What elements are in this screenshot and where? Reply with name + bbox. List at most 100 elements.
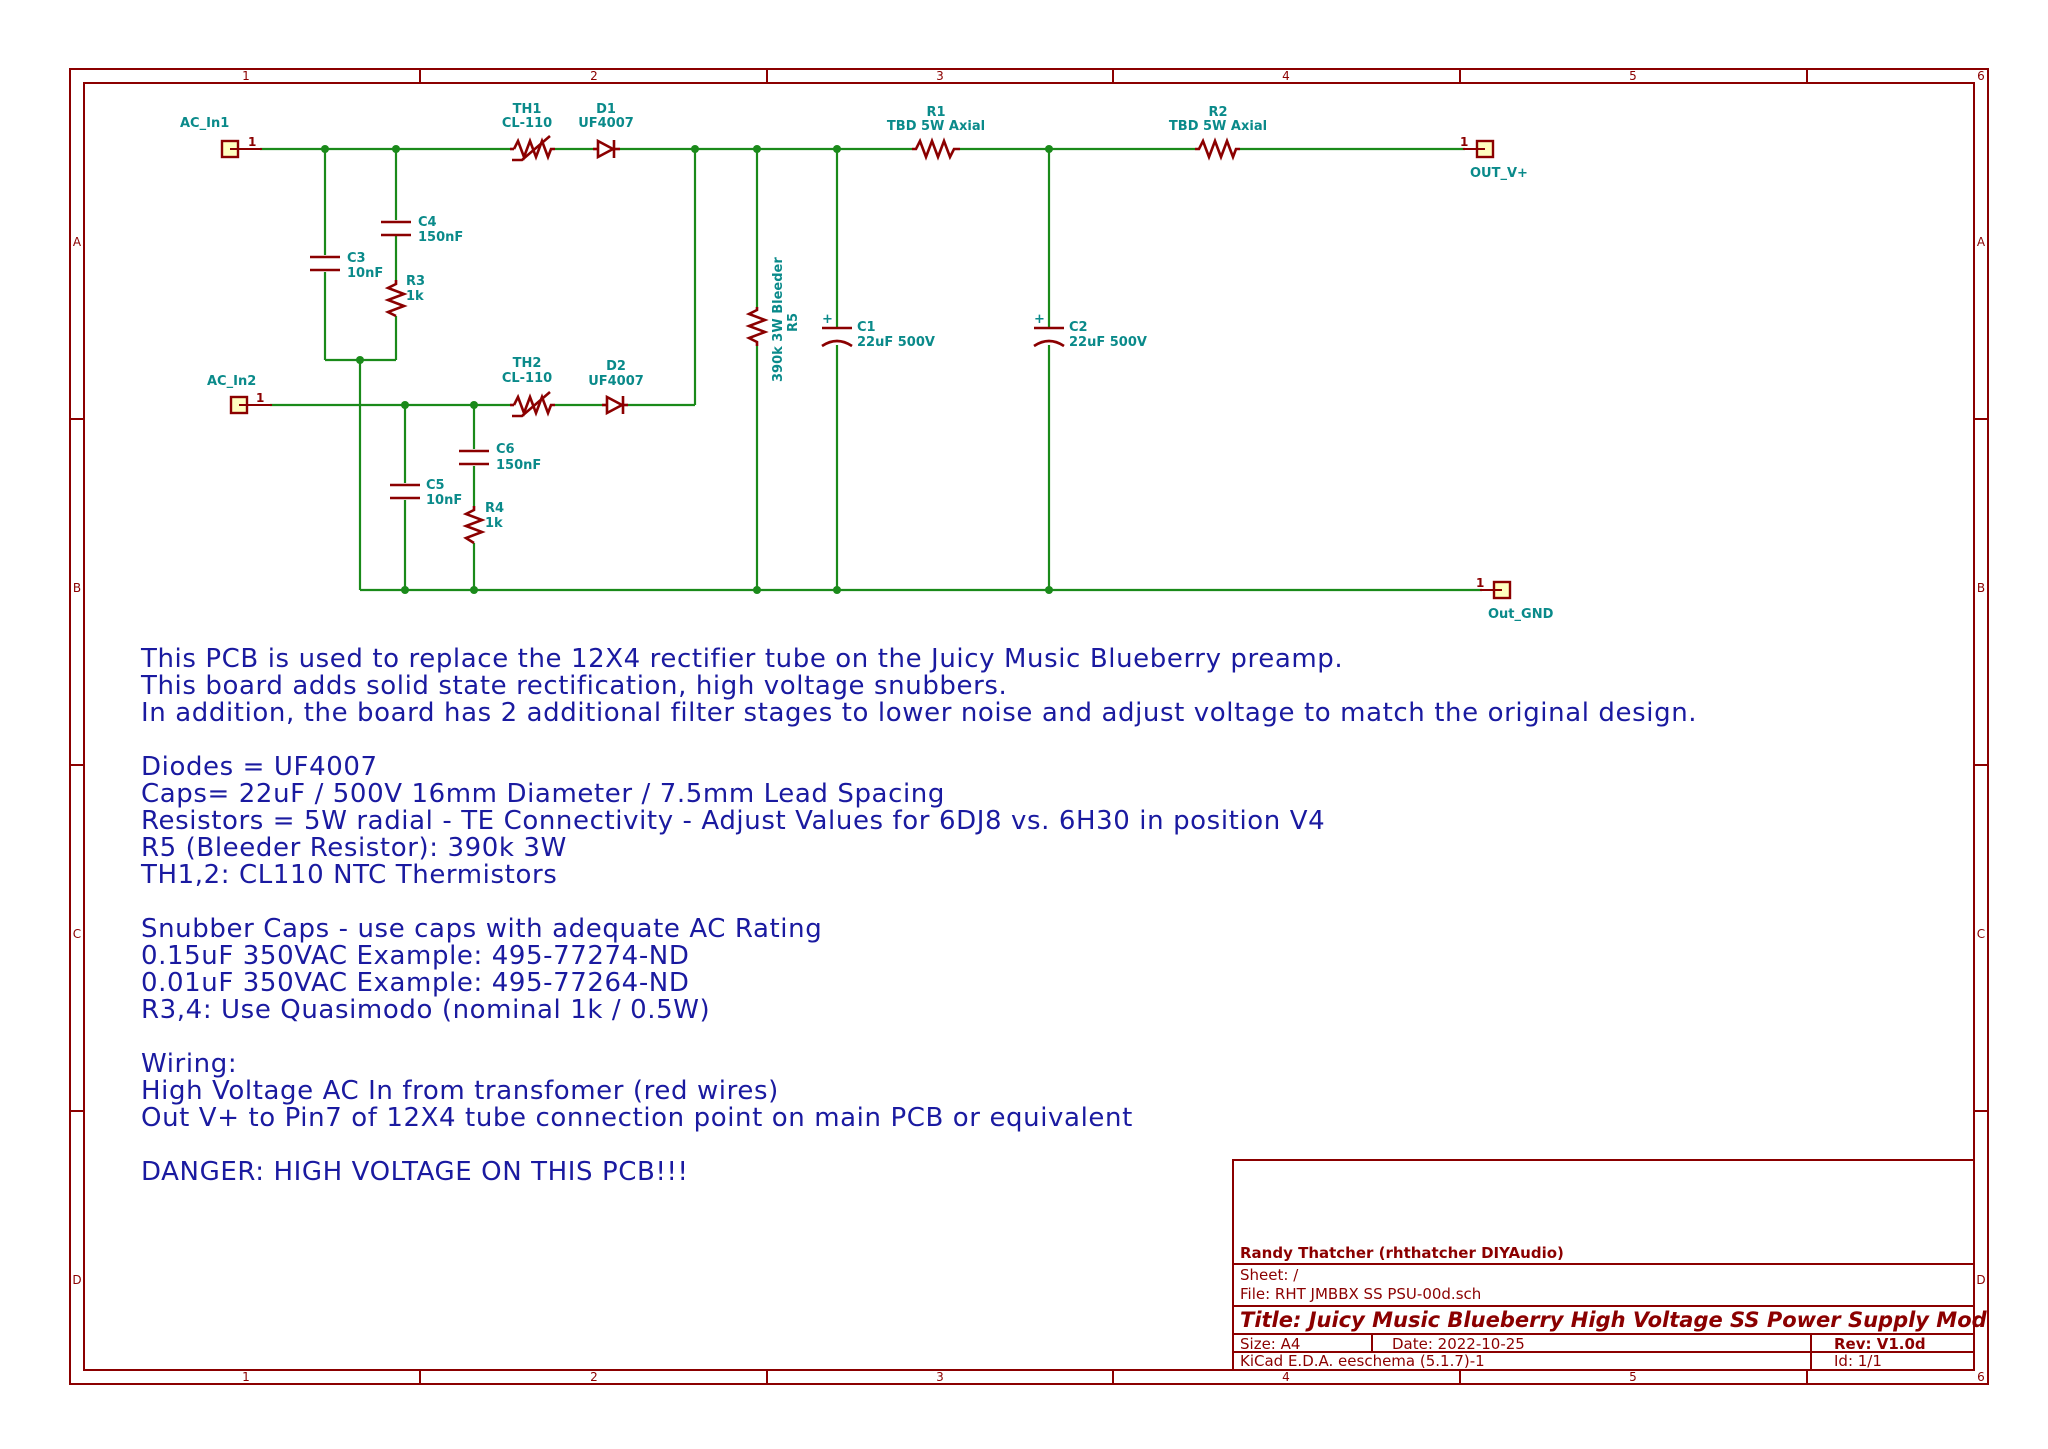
- junction-dot: [470, 586, 478, 594]
- note-line: DANGER: HIGH VOLTAGE ON THIS PCB!!!: [141, 1157, 689, 1187]
- junctions: [321, 145, 1053, 594]
- capacitor-c5: C5 10nF: [390, 478, 462, 508]
- component-polarity: +: [822, 312, 833, 327]
- component-value: UF4007: [578, 116, 634, 131]
- grid-col-top-4: 4: [1282, 69, 1290, 83]
- junction-dot: [691, 145, 699, 153]
- component-ref: R3: [406, 274, 425, 289]
- grid-col-top-2: 2: [590, 69, 598, 83]
- connector-ref: AC_In2: [207, 374, 256, 389]
- junction-dot: [1045, 145, 1053, 153]
- component-value: TBD 5W Axial: [887, 119, 985, 134]
- component-value: TBD 5W Axial: [1169, 119, 1267, 134]
- diode-d2: D2 UF4007: [588, 359, 644, 416]
- component-ref: TH2: [513, 356, 542, 371]
- connector-out-vplus: 1 OUT_V+: [1460, 135, 1528, 181]
- component-value: CL-110: [502, 116, 552, 131]
- note-line: R5 (Bleeder Resistor): 390k 3W: [141, 833, 567, 863]
- note-line: Caps= 22uF / 500V 16mm Diameter / 7.5mm …: [141, 779, 945, 809]
- grid-col-bottom-5: 5: [1629, 1370, 1637, 1384]
- grid-col-bottom-1: 1: [242, 1370, 250, 1384]
- connector-pin: 1: [1476, 576, 1484, 590]
- grid-col-bottom-4: 4: [1282, 1370, 1290, 1384]
- grid-col-labels: 1 2 3 4 5 6 1 2 3 4 5 6: [242, 69, 1985, 1384]
- grid-row-right-c: C: [1977, 927, 1985, 941]
- connector-ac-in2: AC_In2 1: [207, 374, 272, 415]
- grid-row-left-c: C: [73, 927, 81, 941]
- junction-dot: [833, 145, 841, 153]
- grid-row-labels: A B C D A B C D: [72, 235, 1986, 1287]
- grid-col-top-3: 3: [936, 69, 944, 83]
- component-value: 22uF 500V: [1069, 335, 1147, 350]
- connector-out-gnd: 1 Out_GND: [1476, 576, 1554, 622]
- grid-row-right-d: D: [1976, 1273, 1985, 1287]
- diode-d1: D1 UF4007: [578, 102, 634, 160]
- note-line: TH1,2: CL110 NTC Thermistors: [140, 860, 557, 890]
- capacitor-c2: + C2 22uF 500V: [1033, 312, 1147, 350]
- component-ref: R1: [926, 105, 945, 120]
- note-line: In addition, the board has 2 additional …: [141, 698, 1697, 728]
- connector-ref: AC_In1: [180, 116, 229, 131]
- component-ref: R5: [786, 313, 801, 332]
- component-value: 10nF: [347, 266, 383, 281]
- junction-dot: [1045, 586, 1053, 594]
- connector-pin: 1: [1460, 135, 1468, 149]
- connector-ref: OUT_V+: [1470, 166, 1528, 181]
- component-ref: D1: [596, 102, 616, 117]
- component-value: 150nF: [496, 458, 541, 473]
- resistor-r2: R2 TBD 5W Axial: [1169, 105, 1267, 161]
- component-ref: C4: [418, 215, 437, 230]
- connector-pin: 1: [248, 135, 256, 149]
- thermistor-th2: TH2 CL-110: [502, 356, 555, 418]
- component-ref: C1: [857, 320, 876, 335]
- component-ref: C3: [347, 251, 366, 266]
- design-notes: This PCB is used to replace the 12X4 rec…: [140, 644, 1697, 1187]
- tb-tool: KiCad E.D.A. eeschema (5.1.7)-1: [1240, 1352, 1485, 1370]
- connector-ref: Out_GND: [1488, 607, 1554, 622]
- component-value: 1k: [485, 516, 503, 531]
- resistor-r1: R1 TBD 5W Axial: [887, 105, 985, 161]
- note-line: 0.15uF 350VAC Example: 495-77274-ND: [141, 941, 689, 971]
- note-line: R3,4: Use Quasimodo (nominal 1k / 0.5W): [141, 995, 710, 1025]
- component-value: CL-110: [502, 371, 552, 386]
- capacitor-c3: C3 10nF: [310, 251, 383, 281]
- grid-col-bottom-6: 6: [1977, 1370, 1985, 1384]
- note-line: Resistors = 5W radial - TE Connectivity …: [141, 806, 1325, 836]
- component-polarity: +: [1034, 312, 1045, 327]
- grid-col-top-1: 1: [242, 69, 250, 83]
- junction-dot: [401, 401, 409, 409]
- tb-file: File: RHT JMBBX SS PSU-00d.sch: [1240, 1285, 1481, 1303]
- grid-col-bottom-3: 3: [936, 1370, 944, 1384]
- note-line: 0.01uF 350VAC Example: 495-77264-ND: [141, 968, 689, 998]
- tb-size: Size: A4: [1240, 1335, 1300, 1353]
- capacitor-c4: C4 150nF: [381, 215, 463, 245]
- note-line: This board adds solid state rectificatio…: [140, 671, 1007, 701]
- component-value: 1k: [406, 289, 424, 304]
- connector-pin: 1: [256, 391, 264, 405]
- junction-dot: [392, 145, 400, 153]
- grid-row-left-b: B: [73, 581, 81, 595]
- note-line: Wiring:: [141, 1049, 237, 1079]
- junction-dot: [753, 586, 761, 594]
- tb-title: Title: Juicy Music Blueberry High Voltag…: [1240, 1308, 1988, 1332]
- note-line: Diodes = UF4007: [141, 752, 378, 782]
- title-block: Randy Thatcher (rhthatcher DIYAudio) She…: [1232, 1159, 1988, 1371]
- grid-col-bottom-2: 2: [590, 1370, 598, 1384]
- grid-col-top-6: 6: [1977, 69, 1985, 83]
- component-ref: C2: [1069, 320, 1088, 335]
- resistor-r5-bleeder: 390k 3W Bleeder R5: [745, 257, 801, 382]
- note-line: High Voltage AC In from transfomer (red …: [141, 1076, 779, 1106]
- component-ref: R2: [1208, 105, 1227, 120]
- capacitor-c6: C6 150nF: [459, 442, 541, 473]
- component-value: 390k 3W Bleeder: [771, 257, 786, 382]
- grid-row-right-b: B: [1977, 581, 1985, 595]
- component-ref: C5: [426, 478, 445, 493]
- grid-col-top-5: 5: [1629, 69, 1637, 83]
- tb-author: Randy Thatcher (rhthatcher DIYAudio): [1240, 1244, 1564, 1262]
- junction-dot: [833, 586, 841, 594]
- resistor-r4: R4 1k: [462, 501, 504, 545]
- thermistor-th1: TH1 CL-110: [502, 102, 555, 162]
- junction-dot: [753, 145, 761, 153]
- connector-ac-in1: AC_In1 1: [180, 116, 262, 159]
